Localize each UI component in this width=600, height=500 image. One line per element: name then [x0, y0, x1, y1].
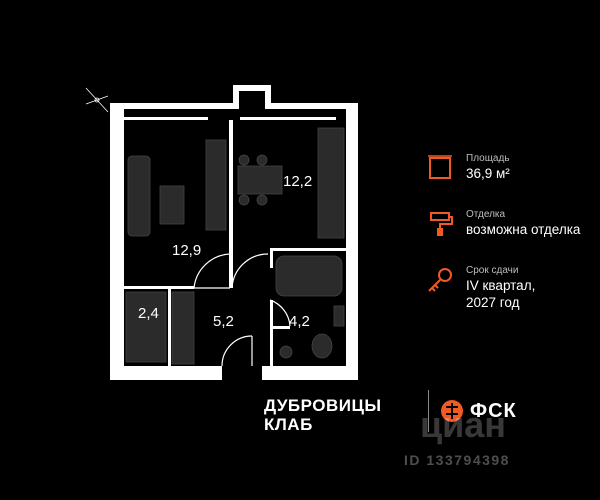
watermark-logo: циан	[420, 404, 507, 445]
area-title: Площадь	[466, 153, 510, 164]
project-name: ДУБРОВИЦЫ КЛАБ	[264, 396, 382, 434]
interior-walls	[124, 120, 346, 366]
room-area-hall: 5,2	[213, 313, 234, 330]
project-name-line2: КЛАБ	[264, 415, 313, 434]
area-icon	[428, 155, 452, 179]
key-icon	[428, 268, 452, 292]
delivery-title: Срок сдачи	[466, 265, 519, 276]
delivery-value-line1: IV квартал,	[466, 278, 536, 293]
area-value: 36,9 м²	[466, 166, 510, 181]
finish-value: возможна отделка	[466, 222, 581, 237]
fsk-logo-icon	[441, 400, 463, 422]
delivery-value-line2: 2027 год	[466, 295, 520, 310]
brand-divider	[428, 390, 429, 432]
doors	[193, 253, 291, 367]
developer-name: ФСК	[470, 400, 517, 422]
room-area-storage: 2,4	[138, 305, 159, 322]
furniture	[125, 127, 345, 365]
watermark-id: ID 133794398	[404, 452, 510, 468]
finish-title: Отделка	[466, 209, 506, 220]
room-area-bathroom: 4,2	[289, 313, 310, 330]
compass-icon	[85, 87, 109, 113]
outer-walls	[110, 85, 358, 380]
room-area-kitchen: 12,2	[283, 173, 313, 190]
room-area-living: 12,9	[172, 242, 202, 259]
paint-roller-icon	[430, 212, 453, 236]
project-name-line1: ДУБРОВИЦЫ	[264, 396, 382, 415]
